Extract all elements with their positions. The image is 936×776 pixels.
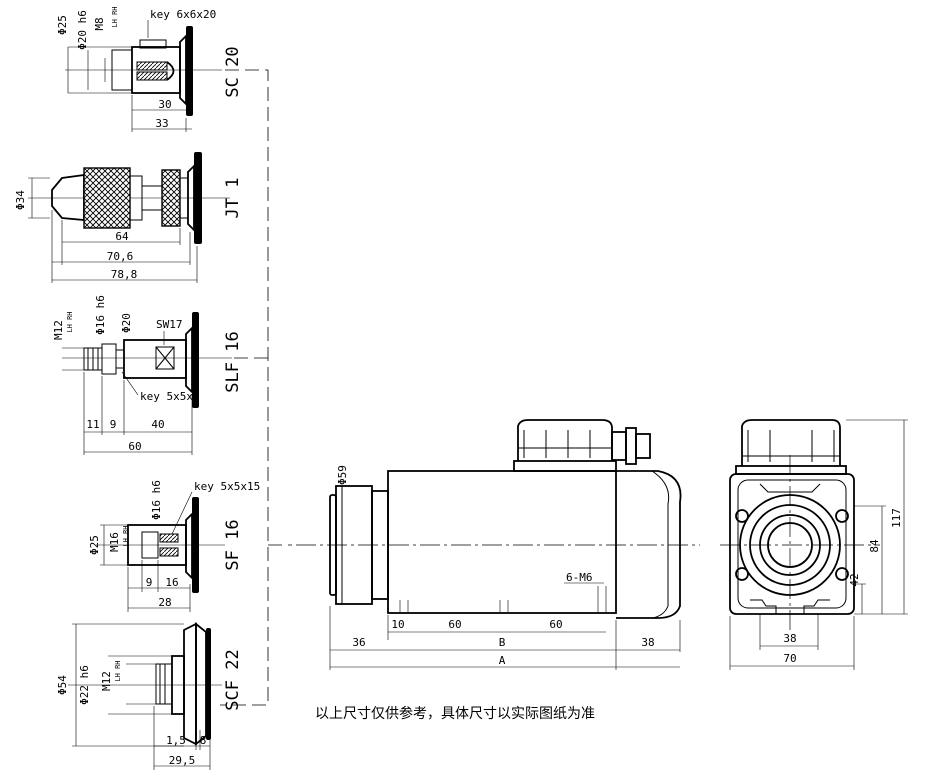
sc20-d-outer: Φ25 [56,15,69,35]
sf16-d-shaft: Φ16 h6 [150,480,163,520]
scf22-len-b: 8 [200,734,207,747]
sf16-thread: M16 [108,532,121,552]
sc20-d-shaft: Φ20 h6 [76,10,89,50]
scf22-len-total: 29,5 [169,754,196,767]
sc20-label: SC 20 [223,46,243,97]
motor-end-view: 117 84 42 38 70 [720,419,908,670]
slf16-len-c: 40 [151,418,164,431]
end-dim-117: 117 [890,508,903,528]
scf22-d-outer: Φ54 [56,675,69,695]
motor-dim-60b: 60 [549,618,562,631]
jt1-len1: 64 [115,230,129,243]
slf16-thread: M12 [52,320,65,340]
sf16-len-a: 9 [146,576,153,589]
jt1-label: JT 1 [223,178,243,219]
sf16-label: SF 16 [223,519,243,570]
motor-dim-38: 38 [641,636,654,649]
motor-holes: 6-M6 [566,571,593,584]
scf22-thread-dir: LH RH [114,660,122,681]
adapter-sf16: 9 16 28 Φ25 M16 LH RH Φ16 h6 key 5x5x15 … [88,480,260,612]
slf16-len-b: 9 [110,418,117,431]
motor-d-nose: Φ59 [336,465,349,485]
sc20-thread: M8 [93,17,106,30]
end-dim-38: 38 [783,632,796,645]
slf16-label: SLF 16 [223,331,243,392]
slf16-len-total: 60 [128,440,141,453]
slf16-d-shaft: Φ16 h6 [94,295,107,335]
motor-dim-36: 36 [352,636,365,649]
end-dim-42: 42 [848,573,861,586]
adapter-slf16: 11 9 40 60 M12 LH RH Φ16 h6 Φ20 SW17 key… [52,295,243,455]
sc20-len-inner: 30 [158,98,171,111]
reference-note: 以上尺寸仅供参考，具体尺寸以实际图纸为准 [315,705,595,722]
adapter-jt1: Φ34 64 70,6 78,8 JT 1 [14,152,243,283]
adapter-scf22: 1,5 8 29,5 Φ54 Φ22 h6 M12 LH RH SCF 22 [56,622,243,770]
motor-dim-60a: 60 [448,618,461,631]
sf16-len-b: 16 [165,576,178,589]
sf16-len-total: 28 [158,596,171,609]
sc20-thread-dir: LH RH [111,6,119,27]
sf16-key: key 5x5x15 [194,480,260,493]
slf16-wrench: SW17 [156,318,183,331]
sc20-len-outer: 33 [155,117,168,130]
sc20-key: key 6x6x20 [150,8,216,21]
motor-dim-10: 10 [391,618,404,631]
adapter-sc20: 30 33 Φ25 Φ20 h6 M8 LH RH key 6x6x20 SC … [56,6,243,132]
sf16-thread-dir: LH RH [122,525,130,546]
end-dim-70: 70 [783,652,796,665]
sf16-d-outer: Φ25 [88,535,101,555]
motor-side-view: 6-M6 10 60 60 B 36 38 A Φ59 [296,419,700,670]
scf22-thread: M12 [100,671,113,691]
slf16-key: key 5x5x8 [140,390,200,403]
jt1-len3: 78,8 [111,268,138,281]
end-dim-84: 84 [868,539,881,553]
slf16-len-a: 11 [86,418,99,431]
motor-dim-a: A [499,654,506,667]
adapter-connector-line [220,69,292,706]
scf22-d-shaft: Φ22 h6 [78,665,91,705]
scf22-label: SCF 22 [223,649,243,710]
jt1-len2: 70,6 [107,250,134,263]
scf22-len-a: 1,5 [166,734,186,747]
jt1-diameter: Φ34 [14,190,27,210]
slf16-d-collar: Φ20 [120,313,133,333]
motor-dim-b: B [499,636,506,649]
slf16-thread-dir: LH RH [66,311,74,332]
